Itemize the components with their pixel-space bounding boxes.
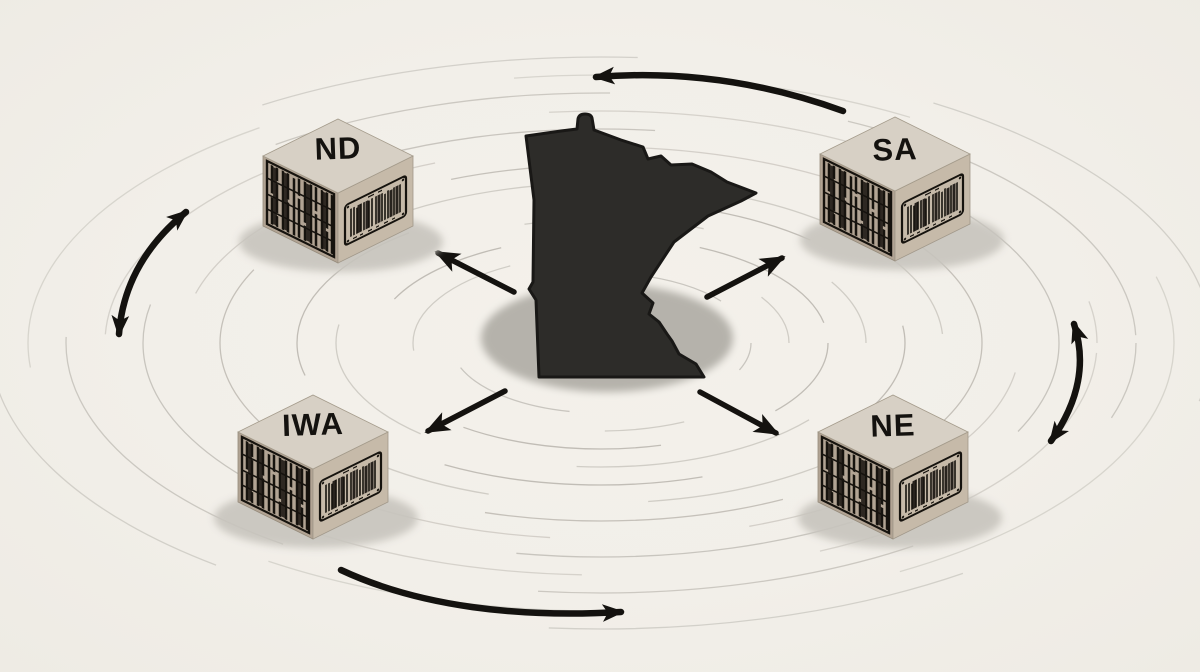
- center-to-nd-arrow: [434, 250, 517, 295]
- orbit-ring: [65, 92, 1137, 594]
- bottom-orbital-arrow: [337, 566, 625, 622]
- center-to-iwa-arrow: [424, 388, 508, 434]
- crate-label: ND: [314, 130, 362, 167]
- minnesota-state-silhouette: [524, 112, 758, 379]
- left-orbital-double-arrow: [111, 208, 190, 338]
- crate-iwa: IWA: [214, 394, 418, 548]
- orbit-ring: [373, 236, 829, 450]
- crate-top-face: [237, 394, 389, 470]
- orbit-ring: [104, 110, 1098, 576]
- crate-ne: NE: [798, 394, 1002, 548]
- crate-label: SA: [872, 131, 918, 168]
- orbit-ring: [450, 272, 752, 414]
- crate-top-face: [262, 118, 414, 194]
- orbit-ring: [0, 56, 1200, 630]
- crate-top-face: [819, 116, 971, 192]
- orbit-ring: [412, 254, 790, 432]
- top-orbital-arrow: [592, 66, 847, 115]
- crate-sa: SA: [800, 116, 1004, 270]
- crate-label: NE: [870, 407, 916, 444]
- crate-nd: ND: [239, 118, 443, 272]
- center-to-ne-arrow: [697, 389, 780, 436]
- crate-top-face: [817, 394, 969, 470]
- crate-label: IWA: [282, 406, 345, 443]
- center-to-sa-arrow: [704, 255, 786, 300]
- right-orbital-double-arrow: [1047, 320, 1089, 445]
